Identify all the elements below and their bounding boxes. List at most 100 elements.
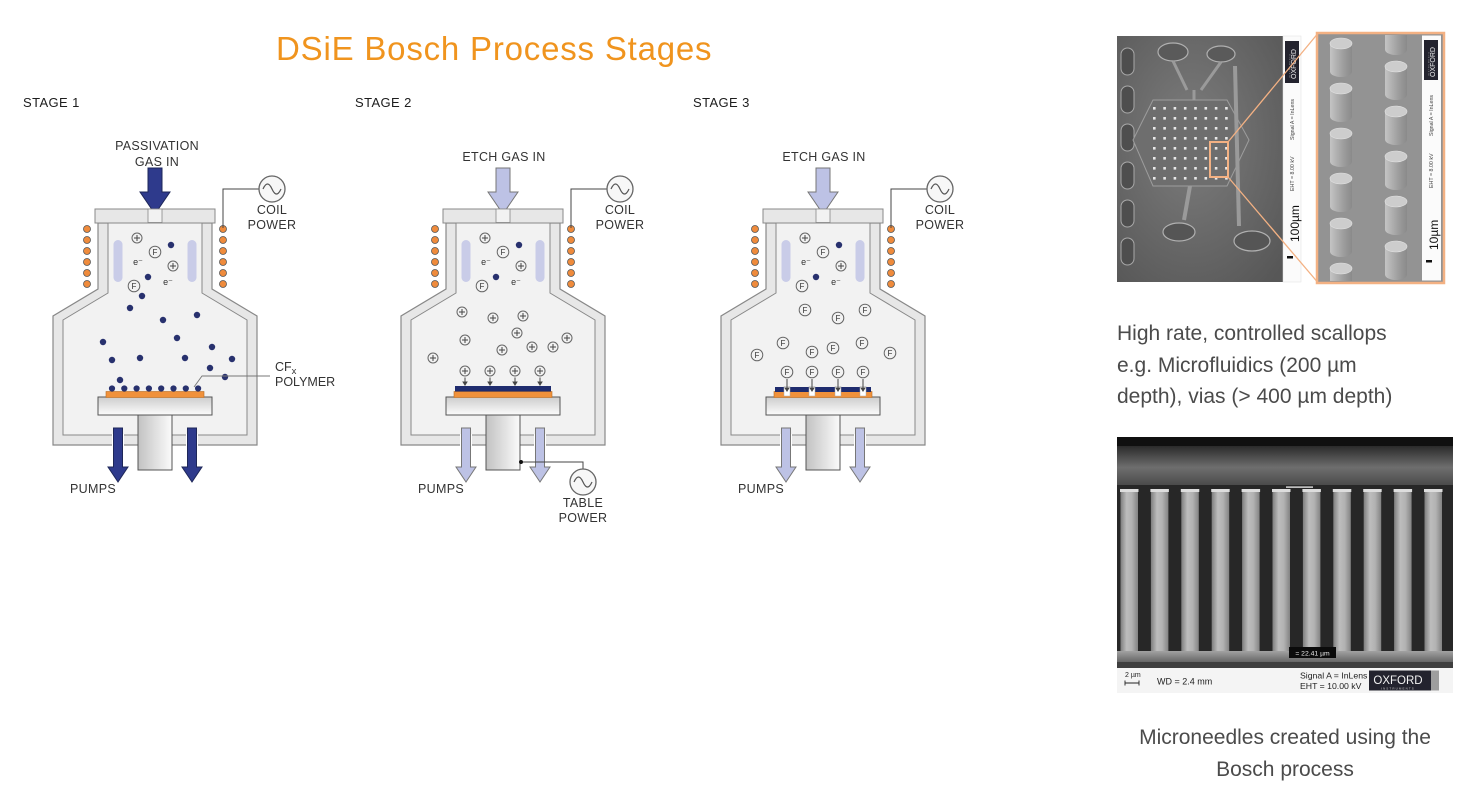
coil-turn [887,247,895,255]
sem-pillar-dot [1214,127,1218,130]
fluorine-label: F [501,248,506,257]
pillar-body [1385,201,1407,230]
gas-label: ETCH GAS IN [462,150,545,164]
fluorine-symbol [798,303,812,317]
sem-channel [1182,185,1192,221]
radical-dot [515,241,523,249]
oxford-logo-subtext: INSTRUMENTS [1381,686,1415,690]
microneedle-pillar [1181,489,1199,651]
sem-pillar-dot [1153,127,1156,130]
coil-turn [751,225,759,233]
polymer-dot [195,385,202,392]
pillar-top [1329,172,1353,185]
sem-pillar-dot [1204,127,1208,130]
sem-scale-label: 10µm [1427,220,1441,250]
sem-pillar-dot [1183,157,1187,160]
fluorine-symbol [856,365,870,379]
electron-label: e⁻ [831,277,841,287]
oxford-logo-subtext: INSTRUMENTS [1429,51,1431,76]
coil-turn [431,280,439,288]
oxford-logo [1424,40,1438,80]
wire-junction-dot [519,460,523,464]
ion-plus [462,368,468,374]
sem-floor [1117,651,1453,662]
chamber-interior [730,222,916,436]
sem-pillar-dot [1163,127,1166,130]
sem-pillar-dot [1194,117,1197,120]
radical-dot [159,316,167,324]
coil-turn [83,269,91,277]
sem-eht-label: EHT = 8.00 kV [1290,156,1296,191]
sem-pillar-dot [1163,157,1166,160]
fluorine-label: F [888,349,893,358]
sem-pillar-dot [1225,157,1228,160]
sem-pillar-dot [1194,137,1197,140]
fluorine-symbol [496,245,510,259]
oxford-logo-stripe [1431,670,1439,691]
caption-scallops-line: depth), vias (> 400 µm depth) [1117,385,1393,408]
wafer-table [97,396,213,416]
coil-turn [83,236,91,244]
sem-pillar-dot [1225,167,1228,170]
sem-channel [1233,65,1241,227]
plasma-electrode [535,240,545,282]
sem-signal-label: Signal A = InLens [1300,671,1368,681]
plasma-electrode [461,240,471,282]
coil-power-label: COIL [925,203,955,217]
plasma-electrode [781,240,791,282]
microneedle-pillar [1424,489,1442,651]
coil-power-label: POWER [596,218,645,232]
sem-pillar-dot [1163,137,1166,140]
ion-plus [520,313,526,319]
plasma-electrode [187,240,197,282]
ion-plus [514,330,520,336]
caption-scallops-line: e.g. Microfluidics (200 µm [1117,353,1357,377]
beam-arrowhead [809,387,815,392]
coil-turn [431,269,439,277]
sem-eht-label: EHT = 8.00 kV [1429,153,1435,188]
fluorine-symbol [855,336,869,350]
gas-inlet-notch [495,208,511,223]
sem-pillar-dot [1173,117,1177,120]
sem-reservoir [1206,45,1236,63]
coil-turn [887,258,895,266]
sem-channel-port [1120,161,1135,190]
ion-plus [170,263,176,269]
sem-pillar-dot [1183,107,1187,110]
fluorine-label: F [803,306,808,315]
pillar-body [1330,43,1352,72]
sem-pillar-dot [1225,137,1228,140]
sem-pillar-dot [1214,167,1218,170]
radical-dot [228,355,236,363]
pillar-top [1384,60,1408,73]
pillar-top [1329,262,1353,275]
pump-arrow [529,427,551,483]
pillar-cap [1332,489,1352,492]
radical-dot [138,292,146,300]
oxford-logo-text: OXFORD [1430,47,1437,77]
ion-plus [482,235,488,241]
wafer-table [445,396,561,416]
radical-dot [193,311,201,319]
fluorine-label: F [781,339,786,348]
table-stem [805,414,841,471]
radical-dot [99,338,107,346]
electron-label: e⁻ [163,277,173,287]
coil-turn [567,236,575,244]
pillar-body [1330,178,1352,207]
sem-pillar-dot [1163,177,1166,180]
ion-plus [487,368,493,374]
coil-turn [83,247,91,255]
pillar-body [1330,223,1352,252]
sem-pillar-dot [1225,177,1228,180]
microneedle-pillar [1120,489,1138,651]
stage-2-label: STAGE 2 [355,95,412,110]
fluorine-label: F [863,306,868,315]
sem-pillar-dot [1214,117,1218,120]
pillar-top [1329,82,1353,95]
polymer-dot [133,385,140,392]
sem-pillar-dot [1194,147,1197,150]
sem-top-surface [1117,446,1453,485]
